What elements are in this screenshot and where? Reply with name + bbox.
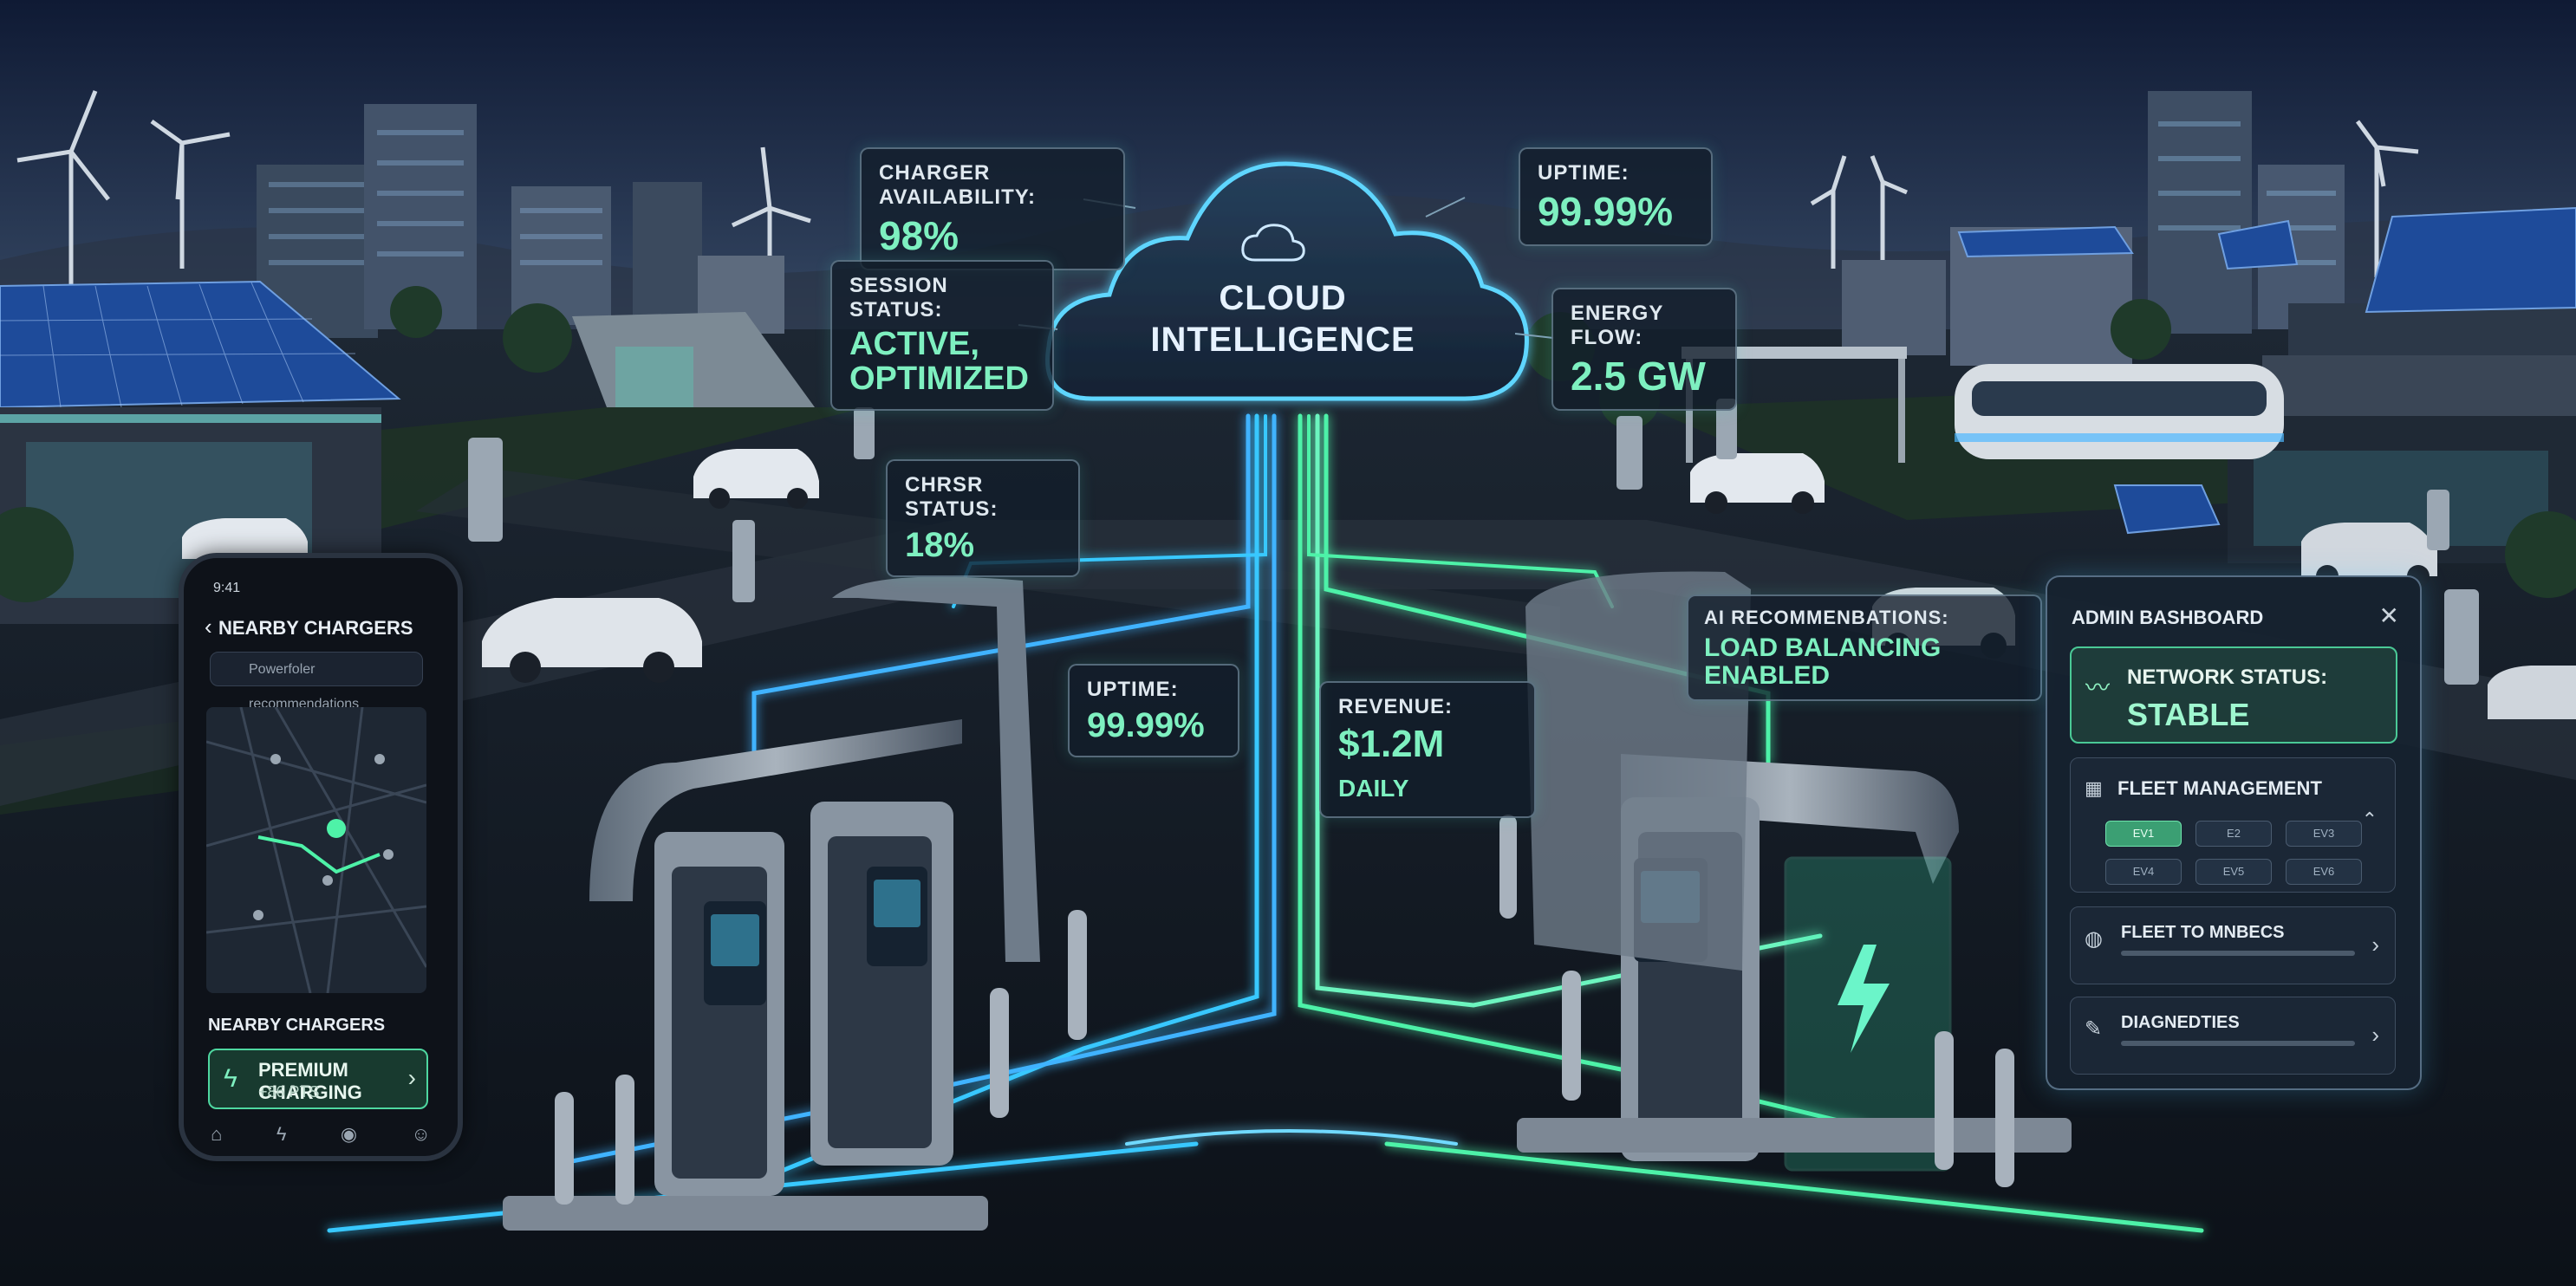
cloud-intelligence-label: CLOUD INTELLIGENCE xyxy=(1127,277,1439,360)
chrsr-status-callout: CHRSR STATUS: 18% xyxy=(886,459,1080,577)
fleet-mnbecs-label: FLEET TO MNBECS xyxy=(2121,923,2285,942)
phone-status-time: 9:41 xyxy=(213,581,241,595)
revenue-value: $1.2M xyxy=(1338,723,1445,765)
charger-map[interactable] xyxy=(206,707,426,993)
chrsr-status-label: CHRSR STATUS: xyxy=(905,473,999,521)
row-description-placeholder xyxy=(2121,951,2355,956)
cloud-label-line2: INTELLIGENCE xyxy=(1150,321,1415,359)
fleet-chip[interactable]: EV5 xyxy=(2195,859,2272,885)
energy-flow-value: 2.5 GW xyxy=(1571,354,1706,399)
chevron-right-icon: › xyxy=(2371,932,2379,958)
admin-dashboard-title: ADMIN BASHBOARD xyxy=(2072,607,2264,628)
uptime-mid-value: 99.99% xyxy=(1087,706,1205,744)
bolt-tab-icon[interactable]: ϟ xyxy=(276,1123,287,1145)
cloud-label-line1: CLOUD xyxy=(1219,279,1347,317)
active-charger-pin-icon[interactable] xyxy=(327,819,346,838)
back-arrow-icon[interactable]: ‹ xyxy=(205,614,212,640)
wrench-icon: ✎ xyxy=(2085,1017,2103,1041)
pulse-icon: 〰 xyxy=(2085,674,2111,701)
chrsr-status-value: 18% xyxy=(905,526,975,564)
mobile-app-phone: 9:41 ‹ NEARBY CHARGERS ⌕ Powerfoler reco… xyxy=(179,553,463,1161)
diagnostics-label: DIAGNEDTIES xyxy=(2121,1013,2240,1032)
globe-icon: ◍ xyxy=(2085,927,2103,951)
premium-charging-title: PREMIUM CHARGING xyxy=(258,1059,362,1103)
fleet-chip-grid: EV1 E2 EV3 EV4 EV5 EV6 xyxy=(2105,821,2383,885)
phone-screen-title: NEARBY CHARGERS xyxy=(218,617,413,639)
fleet-management-section[interactable]: ▦ FLEET MANAGEMENT ⌃ EV1 E2 EV3 EV4 EV5 … xyxy=(2070,757,2396,893)
ai-recommendations-callout: AI RECOMMENBATIONS: LOAD BALANCING ENABL… xyxy=(1687,594,2042,701)
charger-availability-callout: CHARGER AVAILABILITY: 98% xyxy=(860,147,1125,271)
uptime-mid-label: UPTIME: xyxy=(1087,678,1179,701)
network-status-label: NETWORK STATUS: xyxy=(2127,666,2328,689)
charger-availability-value: 98% xyxy=(879,213,959,258)
fleet-management-label: FLEET MANAGEMENT xyxy=(2117,777,2322,799)
fleet-chip[interactable]: EV3 xyxy=(2286,821,2362,847)
location-icon[interactable]: ◉ xyxy=(340,1123,358,1145)
chevron-up-icon[interactable]: ⌃ xyxy=(2361,809,2378,830)
ai-recommendations-value: LOAD BALANCING ENABLED xyxy=(1704,633,1942,690)
session-status-value-line1: ACTIVE, xyxy=(849,326,979,362)
energy-flow-label: ENERGY FLOW: xyxy=(1571,302,1663,349)
fleet-chip[interactable]: EV6 xyxy=(2286,859,2362,885)
charger-search-input[interactable]: Powerfoler recommendations xyxy=(210,652,423,711)
session-status-value-line2: OPTIMIZED xyxy=(849,360,1029,397)
chevron-right-icon: › xyxy=(2371,1022,2379,1048)
fleet-chip[interactable]: EV1 xyxy=(2105,821,2182,847)
charger-availability-label: CHARGER AVAILABILITY: xyxy=(879,161,1036,209)
uptime-mid-callout: UPTIME: 99.99% xyxy=(1068,664,1239,757)
ai-recommendations-label: AI RECOMMENBATIONS: xyxy=(1704,607,1949,628)
uptime-top-callout: UPTIME: 99.99% xyxy=(1519,147,1713,247)
uptime-top-label: UPTIME: xyxy=(1538,161,1630,185)
revenue-value-row: $1.2M DAILY xyxy=(1338,724,1517,804)
fleet-mnbecs-row[interactable]: ◍ FLEET TO MNBECS › xyxy=(2070,906,2396,984)
row-description-placeholder xyxy=(2121,1041,2355,1046)
fleet-chip[interactable]: E2 xyxy=(2195,821,2272,847)
revenue-label: REVENUE: xyxy=(1338,695,1454,718)
session-status-callout: SESSION STATUS: ACTIVE, OPTIMIZED xyxy=(830,260,1054,411)
user-icon[interactable]: ☺ xyxy=(411,1123,431,1145)
phone-tab-bar: ⌂ ϟ ◉ ☺ xyxy=(184,1123,458,1146)
bolt-icon: ϟ xyxy=(224,1064,237,1093)
energy-flow-callout: ENERGY FLOW: 2.5 GW xyxy=(1551,288,1737,412)
home-icon[interactable]: ⌂ xyxy=(211,1123,223,1145)
revenue-unit: DAILY xyxy=(1338,775,1409,802)
diagnostics-row[interactable]: ✎ DIAGNEDTIES › xyxy=(2070,997,2396,1075)
network-status-card: 〰 NETWORK STATUS: STABLE xyxy=(2070,646,2397,744)
session-status-label: SESSION STATUS: xyxy=(849,274,948,322)
revenue-callout: REVENUE: $1.2M DAILY xyxy=(1319,681,1536,819)
admin-dashboard-panel: ADMIN BASHBOARD ✕ 〰 NETWORK STATUS: STAB… xyxy=(2046,575,2422,1090)
grid-icon: ▦ xyxy=(2085,777,2103,799)
chevron-right-icon: › xyxy=(407,1064,416,1091)
close-icon[interactable]: ✕ xyxy=(2378,602,2399,629)
nearby-chargers-sheet-title: NEARBY CHARGERS xyxy=(208,1016,386,1035)
map-streets xyxy=(206,707,426,993)
premium-charging-points: +86 PTS xyxy=(258,1083,320,1101)
premium-charging-card[interactable]: ϟ PREMIUM CHARGING +86 PTS › xyxy=(208,1049,428,1109)
network-status-value: STABLE xyxy=(2127,697,2250,732)
fleet-chip[interactable]: EV4 xyxy=(2105,859,2182,885)
uptime-top-value: 99.99% xyxy=(1538,189,1674,234)
